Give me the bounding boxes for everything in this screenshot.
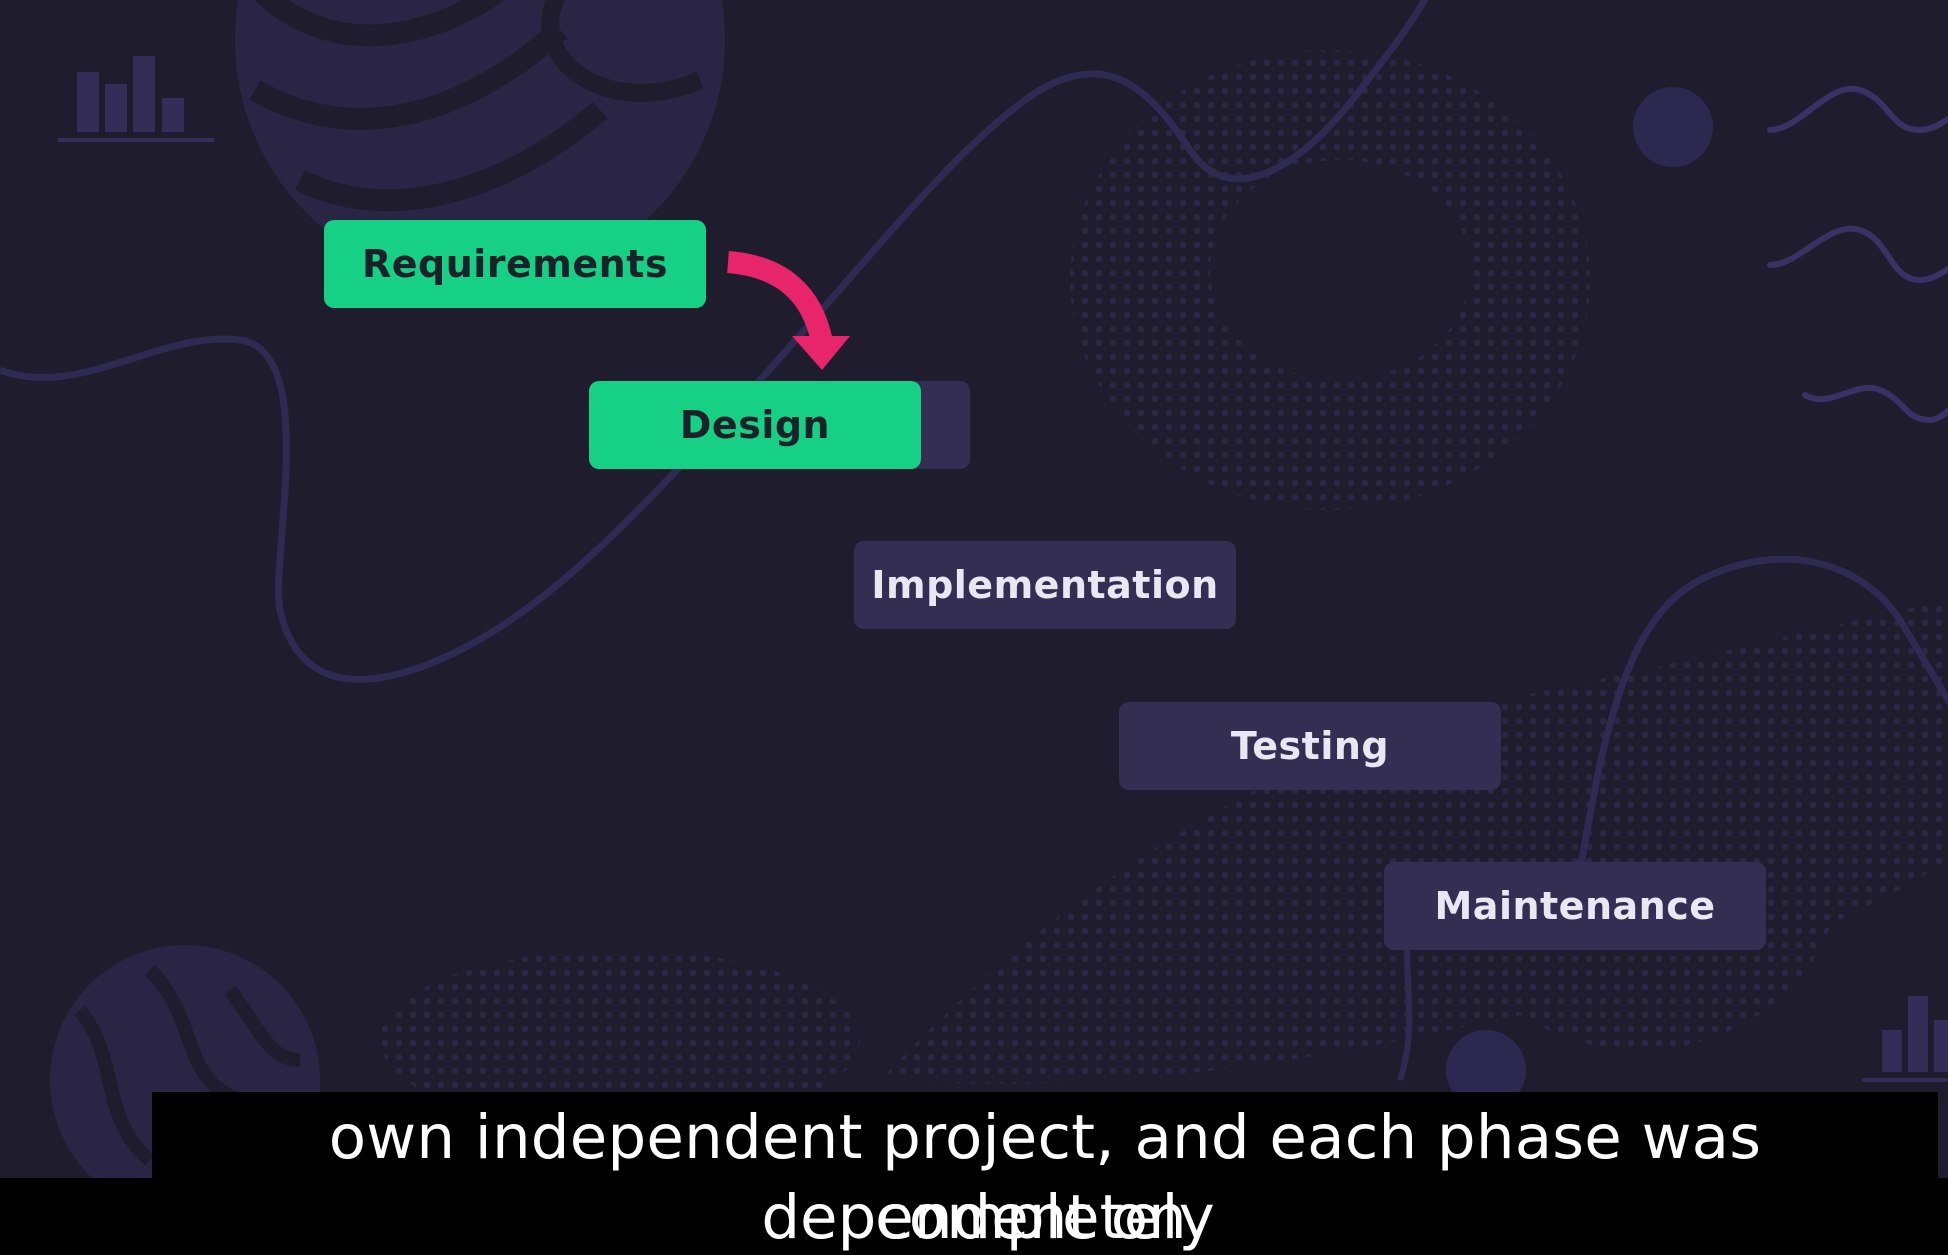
stage-design-label: Design: [679, 403, 831, 447]
bar-chart-icon: [58, 56, 214, 142]
stage-implementation-label: Implementation: [871, 563, 1219, 607]
caption-bar: [0, 1178, 1948, 1255]
stage-design: Design: [589, 381, 921, 469]
stage-maintenance: Maintenance: [1384, 862, 1766, 950]
dotted-ring: [1070, 50, 1590, 510]
dotted-band: [380, 600, 1948, 1130]
stage-testing-label: Testing: [1230, 724, 1390, 768]
top-left-blob: [235, 0, 725, 285]
right-swoosh: [1576, 555, 1948, 871]
stage-requirements-label: Requirements: [361, 242, 669, 286]
deco-circle: [1446, 1030, 1526, 1110]
stage-requirements: Requirements: [324, 220, 706, 308]
stage-testing: Testing: [1119, 702, 1501, 790]
caption-background: [152, 1092, 1938, 1180]
deco-circle: [1633, 87, 1713, 167]
curved-arrow-icon: [726, 251, 850, 370]
caption-line-1: own independent project, and each phase …: [328, 1102, 1762, 1253]
caption-line-2: dependent on: [761, 1182, 1187, 1253]
squiggle-lines: [1767, 85, 1948, 424]
bar-chart-icon: [1862, 996, 1948, 1082]
stage-maintenance-label: Maintenance: [1434, 884, 1716, 928]
stage-implementation: Implementation: [854, 541, 1236, 629]
